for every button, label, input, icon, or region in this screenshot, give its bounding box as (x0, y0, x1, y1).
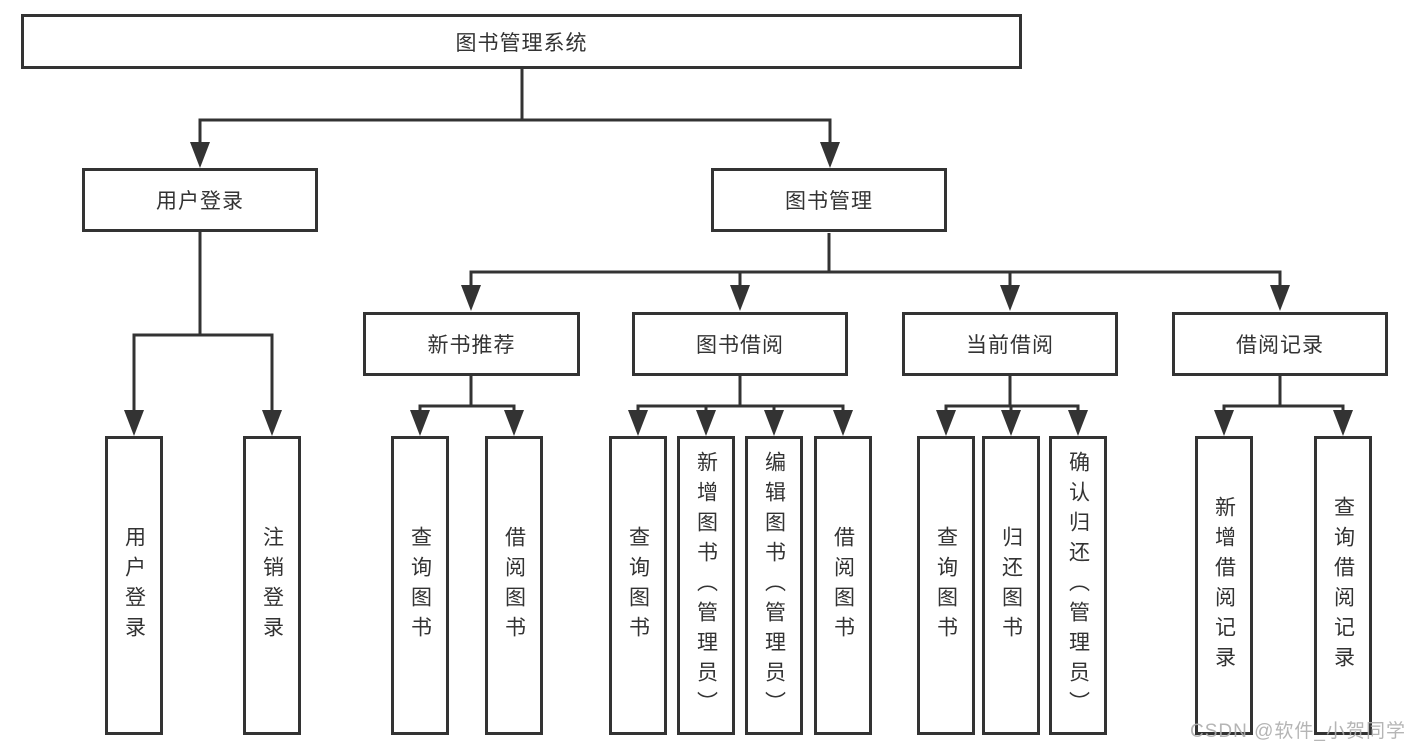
leaf-borrowing-add-books-admin-label: 新增图书（管理员） (694, 450, 718, 721)
leaf-user-login: 用户登录 (105, 436, 163, 735)
leaf-borrowing-query-books-label: 查询图书 (626, 525, 650, 646)
csdn-watermark: CSDN @软件_小贺同学 (1190, 721, 1405, 742)
leaf-records-query-borrow-record-label: 查询借阅记录 (1331, 495, 1355, 676)
node-root: 图书管理系统 (21, 14, 1022, 69)
leaf-borrowing-edit-books-admin-label: 编辑图书（管理员） (762, 450, 786, 721)
node-user-login: 用户登录 (82, 168, 318, 232)
node-root-label: 图书管理系统 (455, 31, 588, 55)
leaf-current-query-books: 查询图书 (917, 436, 975, 735)
leaf-current-return-books: 归还图书 (982, 436, 1040, 735)
leaf-borrowing-borrow-books: 借阅图书 (814, 436, 872, 735)
leaf-borrowing-query-books: 查询图书 (609, 436, 667, 735)
leaf-newbooks-query-books: 查询图书 (391, 436, 449, 735)
node-new-book-recommend: 新书推荐 (363, 312, 580, 376)
leaf-current-return-books-label: 归还图书 (999, 525, 1023, 646)
leaf-current-confirm-return-admin: 确认归还（管理员） (1049, 436, 1107, 735)
leaf-borrowing-add-books-admin: 新增图书（管理员） (677, 436, 735, 735)
node-user-login-label: 用户登录 (156, 190, 244, 213)
node-borrowing-records-label: 借阅记录 (1236, 334, 1324, 357)
leaf-records-add-borrow-record: 新增借阅记录 (1195, 436, 1253, 735)
node-book-management-label: 图书管理 (785, 190, 873, 213)
leaf-newbooks-borrow-books: 借阅图书 (485, 436, 543, 735)
leaf-logout-label: 注销登录 (260, 525, 284, 646)
leaf-user-login-label: 用户登录 (122, 525, 146, 646)
node-current-borrowing: 当前借阅 (902, 312, 1118, 376)
leaf-borrowing-borrow-books-label: 借阅图书 (831, 525, 855, 646)
leaf-logout: 注销登录 (243, 436, 301, 735)
leaf-borrowing-edit-books-admin: 编辑图书（管理员） (745, 436, 803, 735)
leaf-newbooks-borrow-books-label: 借阅图书 (502, 525, 526, 646)
node-book-borrowing: 图书借阅 (632, 312, 848, 376)
node-current-borrowing-label: 当前借阅 (966, 334, 1054, 357)
leaf-current-query-books-label: 查询图书 (934, 525, 958, 646)
node-new-book-recommend-label: 新书推荐 (427, 334, 516, 357)
leaf-records-add-borrow-record-label: 新增借阅记录 (1212, 495, 1236, 676)
node-borrowing-records: 借阅记录 (1172, 312, 1388, 376)
leaf-records-query-borrow-record: 查询借阅记录 (1314, 436, 1372, 735)
node-book-management: 图书管理 (711, 168, 947, 232)
node-book-borrowing-label: 图书借阅 (696, 334, 784, 357)
leaf-newbooks-query-books-label: 查询图书 (408, 525, 432, 646)
leaf-current-confirm-return-admin-label: 确认归还（管理员） (1066, 450, 1090, 721)
